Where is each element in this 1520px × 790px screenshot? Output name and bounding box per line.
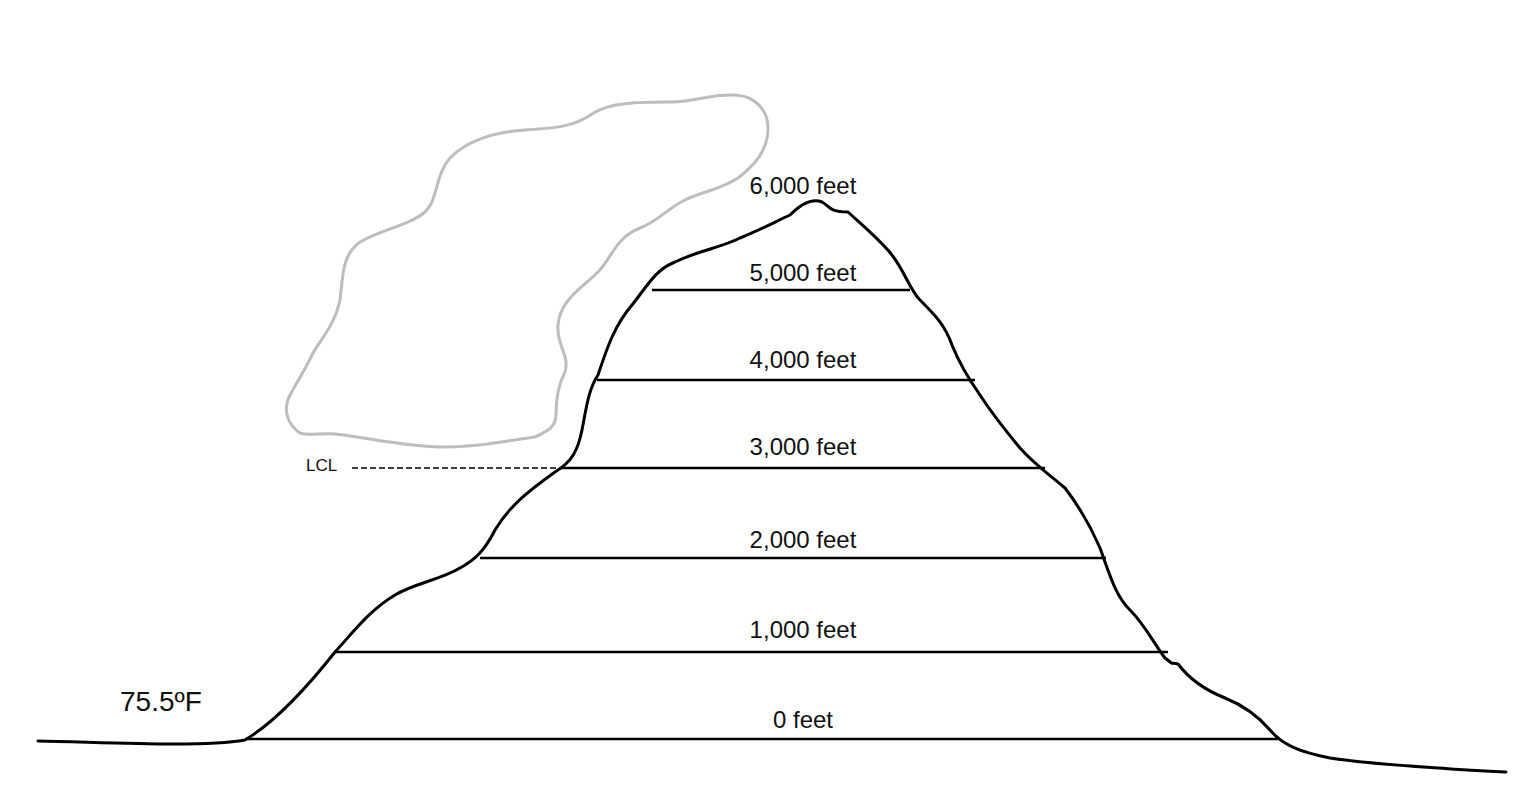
altitude-line <box>560 467 1045 470</box>
lcl-label: LCL <box>304 457 339 476</box>
altitude-lines <box>245 290 1278 739</box>
mountain-outline <box>38 201 1506 772</box>
altitude-label: 0 feet <box>771 707 835 733</box>
altitude-line <box>652 289 910 292</box>
altitude-line <box>335 651 1168 654</box>
altitude-label: 1,000 feet <box>748 617 859 643</box>
altitude-label: 2,000 feet <box>748 527 859 553</box>
altitude-label: 6,000 feet <box>748 173 859 199</box>
altitude-label: 3,000 feet <box>748 434 859 460</box>
altitude-line <box>480 557 1106 560</box>
lcl-dashed-line <box>352 467 560 469</box>
altitude-line <box>245 738 1278 741</box>
cloud-outline <box>286 95 768 447</box>
altitude-label: 5,000 feet <box>748 260 859 286</box>
altitude-line <box>597 379 975 382</box>
temperature-label: 75.5ºF <box>118 687 204 718</box>
altitude-label: 4,000 feet <box>748 347 859 373</box>
